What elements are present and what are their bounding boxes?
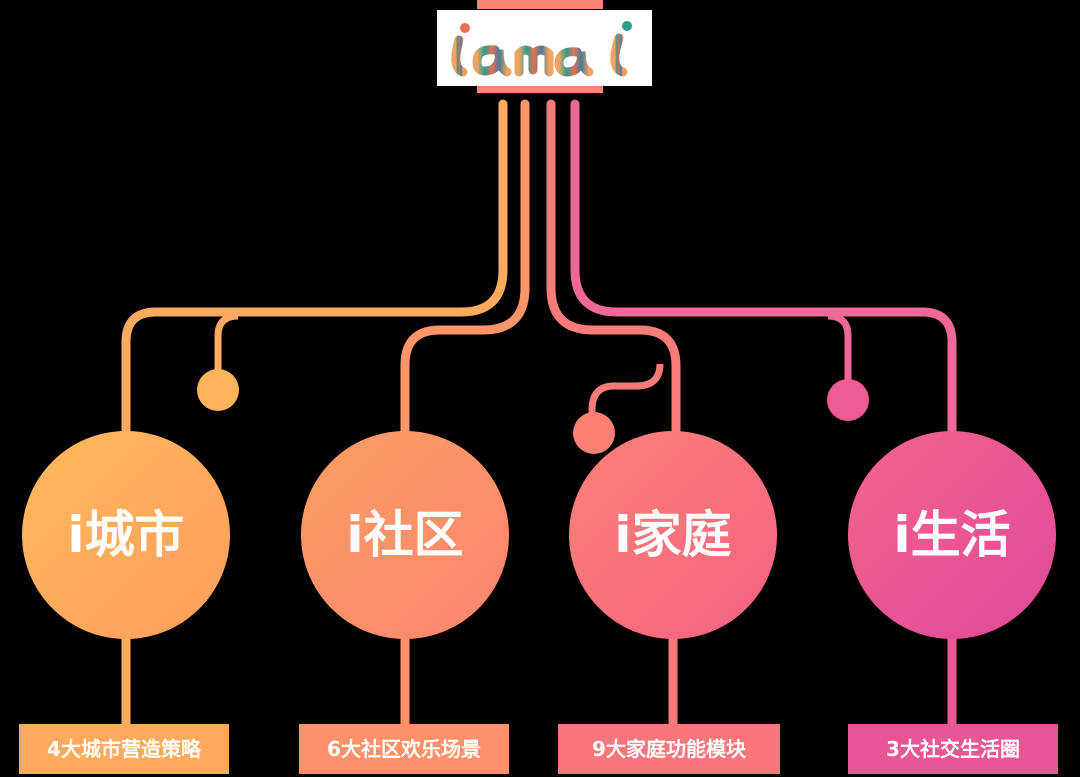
caption-box-3 xyxy=(558,724,780,774)
node-label-4: i生活 xyxy=(847,505,1057,565)
node-title: 家庭 xyxy=(631,506,732,564)
node-caption-1: 4大城市营造策略 xyxy=(47,737,201,761)
branch-dot-4 xyxy=(827,379,869,421)
branch-line-1 xyxy=(214,312,239,372)
node-prefix: i xyxy=(346,506,364,564)
node-prefix: i xyxy=(893,506,911,564)
node-label-2: i社区 xyxy=(300,505,510,565)
branch-line-4 xyxy=(827,312,852,380)
connector-line-3 xyxy=(546,99,681,437)
node-circle-3 xyxy=(569,431,777,639)
connector-line-1 xyxy=(121,99,508,445)
node-title: 城市 xyxy=(84,506,185,564)
node-title: 生活 xyxy=(910,506,1011,564)
node-circle-2 xyxy=(301,431,509,639)
logo-wordmark xyxy=(451,21,632,77)
logo xyxy=(437,10,652,86)
caption-box-2 xyxy=(299,724,509,774)
caption-box-4 xyxy=(848,724,1058,774)
branch-dot-3 xyxy=(573,412,615,454)
node-circle-4 xyxy=(848,431,1056,639)
node-prefix: i xyxy=(614,506,632,564)
branch-line-3 xyxy=(588,363,664,420)
node-caption-2: 6大社区欢乐场景 xyxy=(327,737,481,761)
node-caption-4: 3大社交生活圈 xyxy=(886,737,1020,761)
node-caption-3: 9大家庭功能模块 xyxy=(592,737,746,761)
node-prefix: i xyxy=(67,506,85,564)
branch-dot-1 xyxy=(197,369,239,411)
node-circle-1 xyxy=(22,431,230,639)
connector-line-2 xyxy=(400,99,530,445)
node-title: 社区 xyxy=(363,506,464,564)
connector-line-4 xyxy=(570,99,957,445)
node-label-1: i城市 xyxy=(21,505,231,565)
logo-bar-bottom xyxy=(477,85,603,93)
node-label-3: i家庭 xyxy=(568,505,778,565)
caption-box-1 xyxy=(19,724,229,774)
logo-bar-top xyxy=(477,0,603,9)
